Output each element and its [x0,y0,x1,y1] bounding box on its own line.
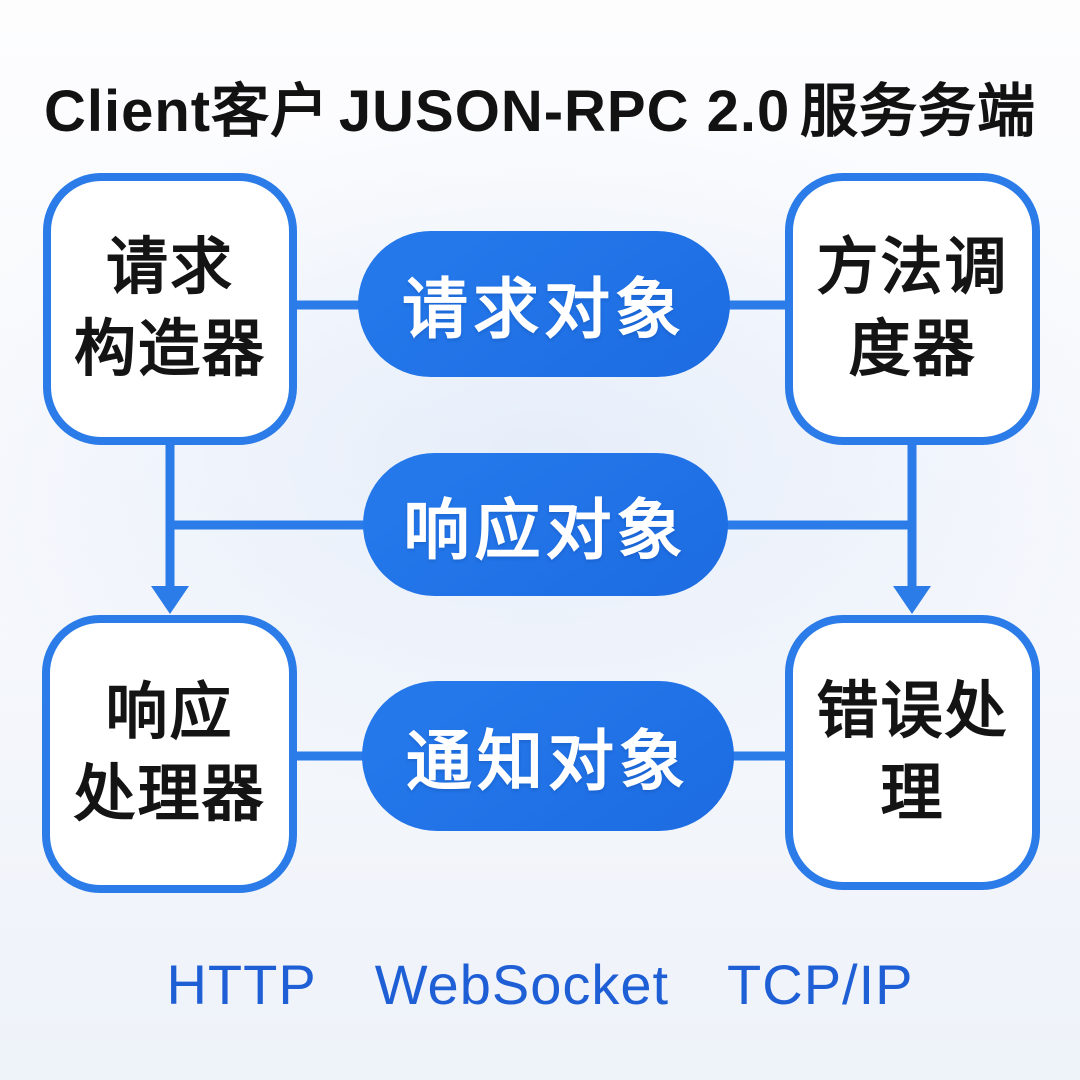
node-request-builder: 请求 构造器 [43,173,297,445]
header-server-label: 服务务端 [799,79,1036,144]
header: Client客户 JUSON-RPC 2.0 服务务端 [0,64,1080,148]
protocol-http: HTTP [166,953,317,1016]
node-response-handler-line2: 处理器 [73,760,266,829]
node-request-builder-line2: 构造器 [73,315,266,384]
transport-protocols: HTTP WebSocket TCP/IP [0,952,1080,1017]
pill-request-object-label: 请求对象 [402,272,686,346]
node-response-handler-line1: 响应 [105,678,234,748]
node-response-handler: 响应 处理器 [42,615,297,893]
pill-notification-object: 通知对象 [362,681,734,831]
header-client-label: Client客户 [44,79,330,144]
protocol-tcpip: TCP/IP [727,953,914,1016]
arrowhead-down-left-icon [151,586,189,614]
header-title: JUSON-RPC 2.0 [338,79,791,144]
node-error-handling-line1: 错误处理 [816,676,1009,828]
node-method-dispatcher: 方法调 度器 [785,173,1040,445]
pill-response-object: 响应对象 [363,453,728,596]
protocol-websocket: WebSocket [374,953,670,1016]
pill-response-object-label: 响应对象 [403,492,688,567]
node-request-builder-line1: 请求 [105,233,234,303]
node-error-handling: 错误处理 [785,615,1040,890]
node-method-dispatcher-line1: 方法调 [816,233,1009,303]
node-method-dispatcher-line2: 度器 [848,315,977,384]
pill-notification-object-label: 通知对象 [406,724,690,798]
pill-request-object: 请求对象 [358,231,730,377]
arrowhead-down-right-icon [893,586,931,614]
